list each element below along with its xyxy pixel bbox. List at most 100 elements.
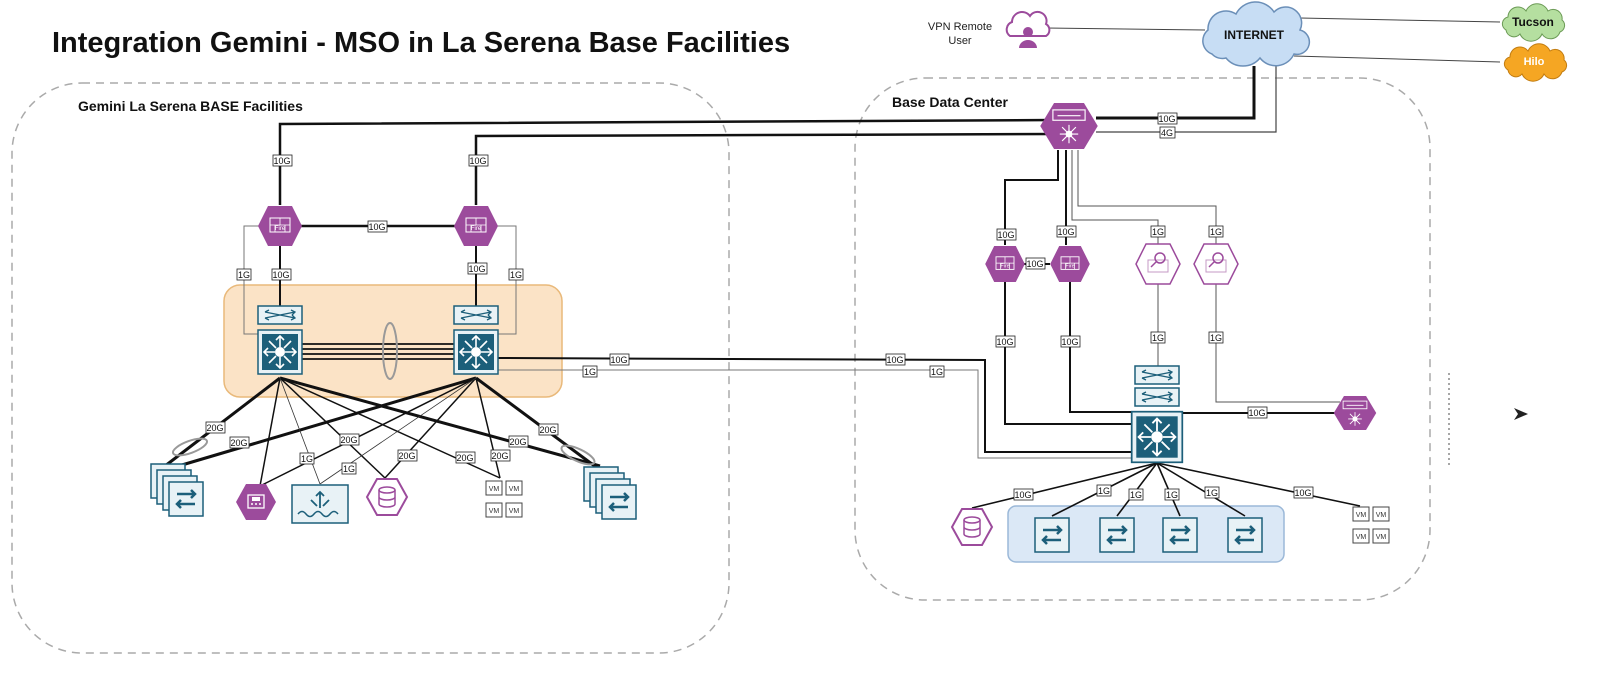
svg-text:1G: 1G bbox=[1130, 490, 1142, 500]
access-switch-icon bbox=[1033, 516, 1071, 554]
vm-cluster-icon: VM VM VM VM bbox=[485, 480, 523, 518]
link-label: 20G bbox=[397, 449, 418, 462]
ip-phone-icon bbox=[236, 484, 276, 520]
link-label: 10G bbox=[367, 220, 388, 233]
svg-text:1G: 1G bbox=[1098, 486, 1110, 496]
svg-text:Fire: Fire bbox=[1065, 264, 1074, 270]
svg-text:10G: 10G bbox=[1026, 259, 1043, 269]
link-label: 20G bbox=[508, 435, 529, 448]
svg-text:VM: VM bbox=[489, 486, 500, 493]
core-switch-icon bbox=[453, 329, 499, 375]
svg-text:10G: 10G bbox=[273, 156, 290, 166]
svg-text:4G: 4G bbox=[1161, 128, 1173, 138]
svg-text:1G: 1G bbox=[1210, 227, 1222, 237]
vpn-label-line2: User bbox=[948, 35, 972, 47]
svg-text:10G: 10G bbox=[1014, 490, 1031, 500]
link-label: 10G bbox=[1013, 488, 1034, 501]
link-label: 20G bbox=[205, 421, 226, 434]
core-switch-icon bbox=[257, 329, 303, 375]
svg-text:20G: 20G bbox=[456, 453, 473, 463]
svg-text:10G: 10G bbox=[272, 270, 289, 280]
link-label: 10G bbox=[1056, 225, 1077, 238]
svg-text:Fire: Fire bbox=[471, 226, 482, 232]
link-label: 1G bbox=[1164, 488, 1180, 501]
svg-text:10G: 10G bbox=[1248, 408, 1265, 418]
svg-text:Fire: Fire bbox=[275, 226, 286, 232]
svg-text:VM: VM bbox=[1356, 534, 1367, 541]
svg-text:10G: 10G bbox=[1294, 488, 1311, 498]
connections bbox=[164, 17, 1501, 517]
svg-text:1G: 1G bbox=[1206, 488, 1218, 498]
layer2-switch-icon bbox=[257, 305, 303, 325]
svg-text:1G: 1G bbox=[1152, 333, 1164, 343]
svg-text:10G: 10G bbox=[997, 230, 1014, 240]
svg-text:1G: 1G bbox=[1166, 490, 1178, 500]
svg-text:1G: 1G bbox=[343, 464, 355, 474]
link-label: 1G bbox=[582, 365, 598, 378]
link-label: 1G bbox=[1128, 488, 1144, 501]
access-switch-icon bbox=[1161, 516, 1199, 554]
link-label: 1G bbox=[508, 268, 524, 281]
firewall-icon: Fire bbox=[984, 245, 1026, 283]
link-label: 1G bbox=[1208, 225, 1224, 238]
link-label: 10G bbox=[468, 154, 489, 167]
link-label: 10G bbox=[1060, 335, 1081, 348]
firewall-icon: Fire bbox=[453, 205, 499, 247]
waf-firewall-icon bbox=[1193, 243, 1239, 285]
vm-cluster-icon: VM VM VM VM bbox=[1352, 506, 1390, 544]
svg-text:VM: VM bbox=[1356, 512, 1367, 519]
svg-text:20G: 20G bbox=[398, 451, 415, 461]
svg-text:VM: VM bbox=[489, 508, 500, 515]
wireless-access-point-icon bbox=[291, 484, 349, 524]
hilo-label: Hilo bbox=[1524, 56, 1545, 68]
svg-text:VM: VM bbox=[1376, 512, 1387, 519]
svg-text:1G: 1G bbox=[1152, 227, 1164, 237]
svg-text:10G: 10G bbox=[368, 222, 385, 232]
svg-text:10G: 10G bbox=[468, 264, 485, 274]
link-label: 10G bbox=[885, 353, 906, 366]
link-label: 10G bbox=[609, 353, 630, 366]
svg-text:VM: VM bbox=[509, 486, 520, 493]
link-label: 4G bbox=[1159, 126, 1176, 139]
link-label: 1G bbox=[299, 452, 315, 465]
layer2-switch-icon bbox=[453, 305, 499, 325]
link-label: 1G bbox=[929, 365, 945, 378]
edge-router-icon bbox=[1333, 395, 1377, 431]
link-label: 10G bbox=[995, 335, 1016, 348]
arrow-right-icon[interactable] bbox=[1514, 408, 1528, 420]
link-label: 20G bbox=[229, 436, 250, 449]
svg-text:10G: 10G bbox=[1057, 227, 1074, 237]
link-label: 10G bbox=[271, 268, 292, 281]
svg-text:1G: 1G bbox=[301, 454, 313, 464]
link-label: 10G bbox=[996, 228, 1017, 241]
svg-text:20G: 20G bbox=[539, 425, 556, 435]
tucson-site-cloud-icon: Tucson bbox=[1501, 3, 1566, 42]
link-label: 20G bbox=[339, 433, 360, 446]
vpn-label-line1: VPN Remote bbox=[928, 21, 992, 33]
link-labels: 10G 10G 10G 1G 10G 10G 1G 10G 1G 10G 1G … bbox=[205, 112, 1314, 501]
core-router-icon bbox=[1039, 102, 1099, 150]
svg-text:10G: 10G bbox=[996, 337, 1013, 347]
link-label: 1G bbox=[1208, 331, 1224, 344]
svg-text:20G: 20G bbox=[206, 423, 223, 433]
hilo-site-cloud-icon: Hilo bbox=[1503, 43, 1568, 82]
access-switch-icon bbox=[1226, 516, 1264, 554]
link-label: 10G bbox=[1025, 257, 1046, 270]
svg-text:1G: 1G bbox=[510, 270, 522, 280]
link-label: 10G bbox=[467, 262, 488, 275]
link-label: 10G bbox=[272, 154, 293, 167]
svg-text:20G: 20G bbox=[230, 438, 247, 448]
firewall-icon: Fire bbox=[1049, 245, 1091, 283]
link-label: 20G bbox=[538, 423, 559, 436]
internet-label: INTERNET bbox=[1224, 28, 1285, 42]
database-icon bbox=[366, 478, 408, 516]
svg-text:10G: 10G bbox=[1061, 337, 1078, 347]
svg-text:20G: 20G bbox=[509, 437, 526, 447]
svg-text:1G: 1G bbox=[584, 367, 596, 377]
access-switch-stack-icon bbox=[151, 464, 203, 516]
firewall-icon: Fire bbox=[257, 205, 303, 247]
database-icon bbox=[951, 508, 993, 546]
svg-text:10G: 10G bbox=[886, 355, 903, 365]
vpn-user-icon bbox=[1005, 10, 1051, 48]
